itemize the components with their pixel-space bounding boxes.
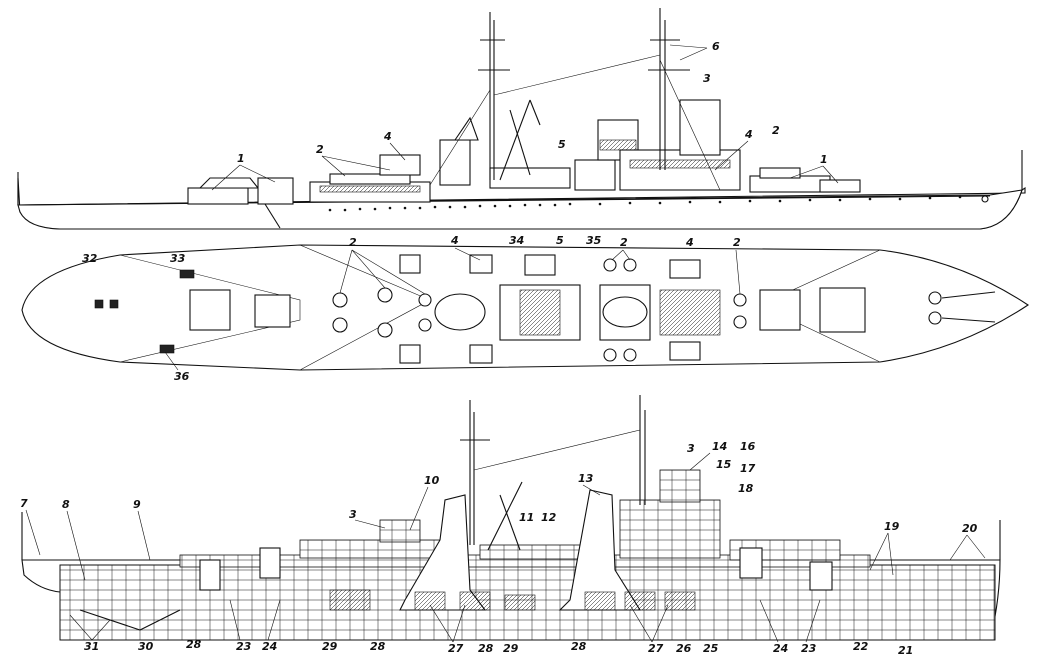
label-sec-16: 16 xyxy=(740,440,756,453)
section-cutaway-view xyxy=(21,395,1001,641)
label-sec-28a: 28 xyxy=(186,638,202,651)
section-funnel-aft xyxy=(558,489,641,611)
label-sec-24a: 24 xyxy=(262,640,277,653)
label-side-4b: 4 xyxy=(744,128,753,141)
side-masts xyxy=(429,8,721,191)
label-side-2b: 2 xyxy=(772,124,780,137)
label-sec-17: 17 xyxy=(740,462,756,475)
label-plan-4b: 4 xyxy=(685,236,694,249)
label-plan-34: 34 xyxy=(509,234,524,247)
label-sec-27a: 27 xyxy=(448,642,464,655)
label-side-4a: 4 xyxy=(383,130,392,143)
label-sec-21: 21 xyxy=(898,644,913,657)
label-sec-22: 22 xyxy=(853,640,869,653)
label-sec-18: 18 xyxy=(738,482,754,495)
label-sec-30: 30 xyxy=(138,640,154,653)
label-side-1b: 1 xyxy=(820,153,828,166)
label-sec-15: 15 xyxy=(716,458,732,471)
plan-top-view xyxy=(21,244,1029,371)
label-plan-2c: 2 xyxy=(733,236,741,249)
label-side-2a: 2 xyxy=(316,143,324,156)
section-machinery xyxy=(79,547,833,631)
label-sec-24b: 24 xyxy=(773,642,788,655)
label-sec-29a: 29 xyxy=(322,640,338,653)
label-sec-11: 11 xyxy=(519,511,534,524)
label-side-3: 3 xyxy=(703,72,711,85)
label-sec-3b: 3 xyxy=(687,442,695,455)
label-sec-26: 26 xyxy=(676,642,692,655)
label-sec-8: 8 xyxy=(62,498,70,511)
label-sec-10: 10 xyxy=(424,474,440,487)
label-sec-28b: 28 xyxy=(370,640,386,653)
label-sec-20: 20 xyxy=(962,522,978,535)
label-plan-4a: 4 xyxy=(450,234,459,247)
label-sec-3a: 3 xyxy=(349,508,357,521)
side-profile-view xyxy=(17,8,1026,230)
label-plan-5: 5 xyxy=(556,234,564,247)
label-sec-25: 25 xyxy=(703,642,719,655)
label-plan-2a: 2 xyxy=(349,236,357,249)
callout-labels: 1 2 4 5 6 3 4 2 1 32 33 2 4 34 5 35 2 4 … xyxy=(20,40,986,657)
label-sec-19: 19 xyxy=(884,520,900,533)
label-plan-2b: 2 xyxy=(620,236,628,249)
label-sec-31: 31 xyxy=(84,640,99,653)
label-sec-23b: 23 xyxy=(801,642,817,655)
label-plan-36: 36 xyxy=(174,370,190,383)
plan-deck-fittings xyxy=(94,254,996,364)
label-sec-7: 7 xyxy=(20,497,28,510)
label-plan-35: 35 xyxy=(586,234,602,247)
label-sec-28d: 28 xyxy=(571,640,587,653)
label-plan-33: 33 xyxy=(170,252,186,265)
label-sec-14: 14 xyxy=(712,440,727,453)
label-side-6: 6 xyxy=(712,40,720,53)
label-sec-23a: 23 xyxy=(236,640,252,653)
side-portholes xyxy=(328,195,989,212)
section-funnel-fore xyxy=(399,494,487,611)
label-sec-29b: 29 xyxy=(503,642,519,655)
label-sec-9: 9 xyxy=(133,498,141,511)
label-sec-27b: 27 xyxy=(648,642,664,655)
label-side-5: 5 xyxy=(558,138,566,151)
label-sec-28c: 28 xyxy=(478,642,494,655)
label-plan-32: 32 xyxy=(82,252,98,265)
label-sec-13: 13 xyxy=(578,472,594,485)
label-side-1a: 1 xyxy=(237,152,245,165)
label-sec-12: 12 xyxy=(541,511,557,524)
